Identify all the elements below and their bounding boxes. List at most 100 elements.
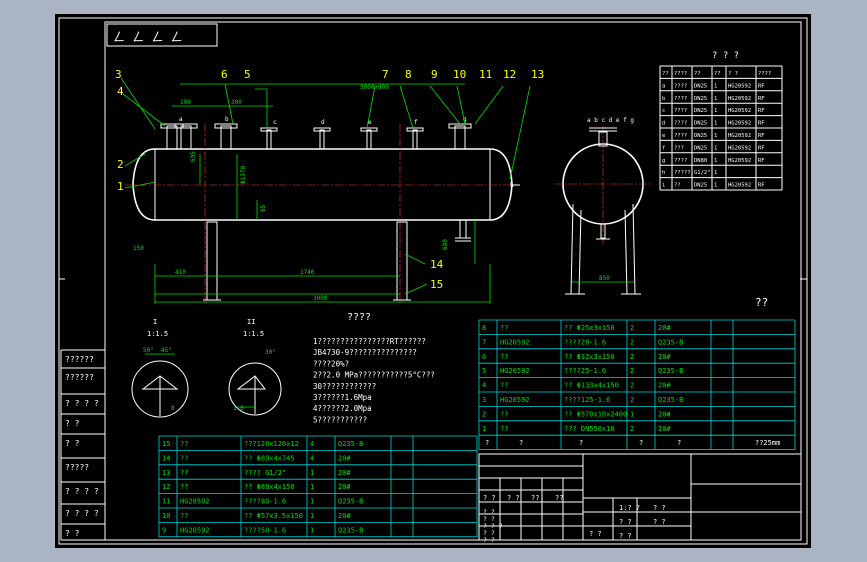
nozzle-letter-e: e <box>368 119 372 126</box>
bom-left-cell: 12 <box>162 483 170 491</box>
bom-right-cell: 20# <box>658 425 671 433</box>
nozzle-table-cell: ???? <box>674 108 687 114</box>
note-line: 5??????????? <box>313 415 367 424</box>
bom-left-cell: ?? <box>180 469 188 477</box>
cad-drawing: ㄥ ㄥ ㄥ ㄥ <box>58 17 808 545</box>
bom-right-cell: ?? Φ25x3x150 <box>564 324 615 332</box>
nozzle-letter-g: g <box>463 116 467 123</box>
nozzle-table-cell: 1 <box>714 96 717 102</box>
nozzle-table-cell: RF <box>758 108 765 114</box>
bom-right-cell: 20# <box>658 324 671 332</box>
nozzle-letter-b: b <box>225 116 229 123</box>
bom-right-cell: 6 <box>482 353 486 361</box>
note-line: 1????????????????RT?????? <box>313 337 426 346</box>
weld-dim-1: 8 <box>171 405 175 412</box>
nozzle-letter-d: d <box>321 119 325 126</box>
nozzle-table-cell: DN25 <box>694 108 707 114</box>
title-cell-c: ? ? <box>653 504 666 512</box>
leader-2: 2 <box>117 158 124 171</box>
bom-right-cell: ?? Φ133x4x150 <box>564 382 619 390</box>
bom-left-cell: 15 <box>162 440 170 448</box>
bom-right-cell: HG20592 <box>500 338 530 346</box>
bom-left-cell: 11 <box>162 498 170 506</box>
bom-right-cell: 20# <box>658 353 671 361</box>
outer-frame <box>58 17 808 545</box>
dim-w1: 150 <box>133 245 144 252</box>
bom-left-cell: 9 <box>162 526 166 534</box>
title-cell-b: ? ? ? <box>483 522 503 530</box>
nozzle-table-cell: HG20592 <box>728 108 751 114</box>
leader-12: 12 <box>503 68 516 81</box>
bom-left-cell: 14 <box>162 454 170 462</box>
left-strip: ????????????? ? ? ?? ?? ??????? ? ? ?? ?… <box>60 349 106 541</box>
bom-left-cell: Q235-B <box>338 440 363 448</box>
leader-1: 1 <box>117 180 124 193</box>
bom-left-cell: Q235-B <box>338 526 363 534</box>
bom-right-header: ? <box>519 439 523 447</box>
nozzle-table-cell: RF <box>758 158 765 164</box>
bom-right-cell: ?? <box>500 410 508 418</box>
nozzle-table-cell: RF <box>758 96 765 102</box>
dim-h2: 680 <box>442 239 449 250</box>
title-cell-c: 1:? ? <box>619 504 640 512</box>
nozzle-table-cell: RF <box>758 145 765 151</box>
bom-right-header: ? <box>639 439 643 447</box>
weld-angle-2: 45° <box>161 347 172 354</box>
weld-dim-2: 1.6 <box>233 405 244 412</box>
nozzle-letter-h: h <box>510 182 514 189</box>
notes: 1????????????????RT?????? JB4730-9??????… <box>313 337 435 424</box>
bom-right-cell: 1 <box>630 410 634 418</box>
nozzle-table-cell: DN25 <box>694 121 707 127</box>
bom-right-cell: Q235-B <box>658 338 683 346</box>
nozzle-table-cell: DN25 <box>694 183 707 189</box>
nozzle-table-header: ?? <box>694 71 701 77</box>
nozzle-table-cell: RF <box>758 133 765 139</box>
bom-left-cell: ?? <box>180 512 188 520</box>
nozzle-letter-c: c <box>273 119 277 126</box>
weld-angle-3: 30° <box>265 349 276 356</box>
left-strip-cell: ? ? <box>65 419 80 428</box>
nozzle-table-cell: ???? <box>674 96 687 102</box>
bom-right-cell: HG20592 <box>500 367 530 375</box>
nozzle-table-header: ???? <box>674 71 687 77</box>
note-line: 3??????1.6Mpa <box>313 393 372 402</box>
nozzle-table-cell: c <box>662 108 665 114</box>
nozzle-table-cell: 1 <box>714 145 717 151</box>
bom-right-cell: ????20-1.6 <box>564 338 606 346</box>
inner-frame <box>104 21 802 541</box>
bom-right-cell: ?? Φ32x3x150 <box>564 353 615 361</box>
nozzle-table-cell: g <box>662 158 665 164</box>
note-line: ????20%? <box>313 359 349 368</box>
bom-right-cell: 3 <box>482 396 486 404</box>
bom-left-cell: 1 <box>310 469 314 477</box>
nozzle-table-cell: RF <box>758 121 765 127</box>
section-2-scale: 1:1.5 <box>243 330 264 338</box>
nozzle-table-cell: G1/2" <box>694 170 711 176</box>
view-label: ?? <box>755 296 768 309</box>
bom-right-cell: HG20592 <box>500 396 530 404</box>
title-cell-a: ? ? <box>507 494 520 502</box>
bom-left-cell: 4 <box>310 440 314 448</box>
bom-right-cell: 2 <box>482 410 486 418</box>
title-cell-a: ? ? <box>483 494 496 502</box>
left-strip-cell: ????? <box>65 463 89 472</box>
left-strip-cell: ?????? <box>65 355 94 364</box>
weld-angle-1: 50° <box>143 347 154 354</box>
nozzle-table-cell: 1 <box>714 121 717 127</box>
bom-left-cell: 13 <box>162 469 170 477</box>
nozzle-table-cell: HG20592 <box>728 158 751 164</box>
left-strip-cell: ? ? ? ? <box>65 399 99 408</box>
dim-h1: 695 <box>190 151 197 162</box>
leader-11: 11 <box>479 68 492 81</box>
dim-d2: 300 <box>231 99 242 106</box>
bom-left-cell: 1 <box>310 483 314 491</box>
bom-right-cell: 7 <box>482 338 486 346</box>
leader-15: 15 <box>430 278 443 291</box>
bom-right-cell: ??? DN550x10 <box>564 425 615 433</box>
title-cell-b: ? ? <box>483 529 495 537</box>
bom-right-cell: ?? <box>500 382 508 390</box>
leader-lines <box>120 77 531 295</box>
bom-right-cell: 2 <box>630 353 634 361</box>
note-line: 30???????????? <box>313 382 376 391</box>
